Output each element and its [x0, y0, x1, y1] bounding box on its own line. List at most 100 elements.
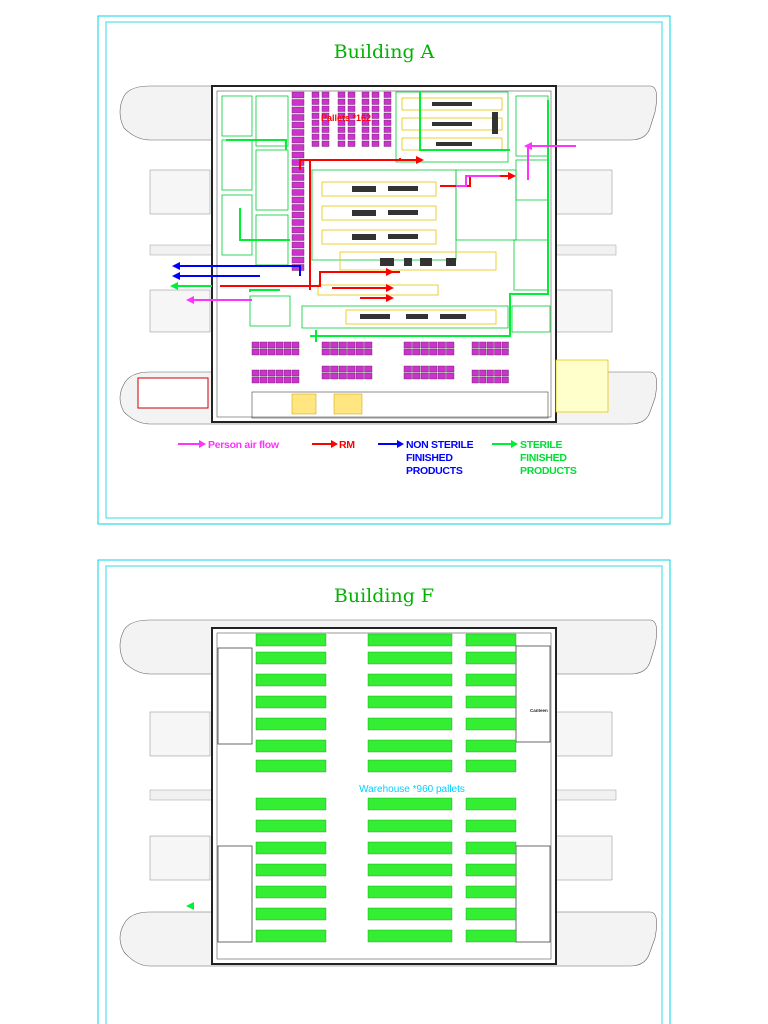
rack-cell: [291, 144, 305, 151]
rack-cell: [321, 365, 330, 373]
rack-cell: [429, 348, 438, 356]
dock-f-right-1: [555, 711, 613, 757]
rack-cell: [371, 126, 380, 133]
rack-cell: [311, 105, 320, 112]
road-f-right: [555, 789, 617, 801]
rack-cell: [347, 105, 356, 112]
rack-cell: [355, 372, 364, 380]
rack-cell: [479, 341, 487, 349]
rack-row: [465, 651, 517, 665]
rack-cell: [347, 98, 356, 105]
rack-cell: [383, 98, 392, 105]
rack-row: [255, 797, 327, 811]
rack-cell: [291, 369, 300, 377]
flow-lines: [174, 92, 576, 342]
rack-cell: [311, 112, 320, 119]
rack-cell: [267, 348, 276, 356]
rack-cell: [437, 341, 446, 349]
warehouse-label: Warehouse *960 pallets: [359, 784, 465, 795]
dock-f-right-2: [555, 835, 613, 881]
rack-cell: [291, 166, 305, 174]
rack-cell: [291, 99, 305, 106]
rack-cell: [347, 348, 356, 356]
legend-rm-label: RM: [339, 439, 355, 451]
rack-cell: [291, 256, 305, 264]
rack-cell: [446, 348, 455, 356]
rack-row: [255, 739, 327, 753]
rack-cell: [361, 133, 370, 140]
rack-cell: [291, 136, 305, 144]
rack-cell: [347, 365, 356, 373]
sterile-arrow-f: [186, 902, 194, 910]
rack-cell: [321, 126, 330, 133]
rack-cell: [259, 369, 268, 377]
rack-cell: [486, 376, 494, 384]
rack-cell: [361, 126, 370, 133]
rack-cell: [330, 348, 339, 356]
rack-cell: [383, 91, 392, 98]
rack-cell: [338, 372, 347, 380]
rack-cell: [364, 348, 373, 356]
rack-row: [367, 797, 453, 811]
building-f-inner-wall: [216, 632, 552, 960]
sheet-building-a: Building A: [97, 15, 671, 525]
pallet-racks-vertical: [291, 91, 392, 271]
rack-cell: [371, 119, 380, 126]
rack-cell: [479, 369, 487, 377]
rack-cell: [291, 196, 305, 204]
rack-cell: [361, 91, 370, 98]
rack-cell: [251, 376, 260, 384]
rack-cell: [337, 105, 346, 112]
rack-cell: [403, 348, 412, 356]
rack-row: [255, 695, 327, 709]
rack-cell: [361, 98, 370, 105]
rack-cell: [330, 372, 339, 380]
rack-cell: [383, 140, 392, 147]
external-room: [137, 377, 209, 409]
sheet-frame-inner: [105, 21, 663, 519]
legend-sterile-label-1: STERILE: [520, 439, 563, 451]
flow-arrowheads: [170, 142, 532, 304]
rack-cell: [311, 119, 320, 126]
rack-cell: [321, 140, 330, 147]
rack-cell: [275, 376, 284, 384]
dock-right-2: [555, 289, 613, 333]
rack-cell: [371, 91, 380, 98]
rack-cell: [446, 341, 455, 349]
rack-cell: [291, 159, 305, 166]
rack-cell: [291, 106, 305, 114]
rack-cell: [501, 348, 509, 356]
room-f-canteen: [515, 645, 551, 743]
rack-cell: [494, 376, 502, 384]
building-f-title: Building F: [334, 585, 434, 607]
rack-row: [367, 717, 453, 731]
rack-row: [465, 819, 517, 833]
rack-cell: [429, 341, 438, 349]
room-f-left-1: [217, 647, 253, 745]
rack-cell: [259, 348, 268, 356]
rack-cell: [275, 341, 284, 349]
rack-cell: [383, 126, 392, 133]
rack-cell: [291, 211, 305, 219]
rack-cell: [337, 91, 346, 98]
rack-cell: [347, 372, 356, 380]
rack-cell: [311, 140, 320, 147]
rack-cell: [267, 341, 276, 349]
rack-cell: [437, 348, 446, 356]
rack-cell: [291, 174, 305, 181]
rack-row: [255, 907, 327, 921]
legend: Person air flow RM NON STERILE FINISHED …: [178, 439, 577, 477]
rack-cell: [355, 348, 364, 356]
rack-cell: [291, 121, 305, 129]
rack-cell: [338, 365, 347, 373]
rack-row: [255, 759, 327, 773]
rack-cell: [337, 98, 346, 105]
flow-nonsterile: [176, 265, 301, 276]
dock-f-left-2: [149, 835, 211, 881]
rack-cell: [291, 129, 305, 136]
rack-cell: [321, 119, 330, 126]
sheet-building-f: Building F Canteen Warehouse *960 pallet…: [97, 559, 671, 1024]
rack-cell: [446, 372, 455, 380]
rack-cell: [494, 348, 502, 356]
rack-cell: [420, 348, 429, 356]
